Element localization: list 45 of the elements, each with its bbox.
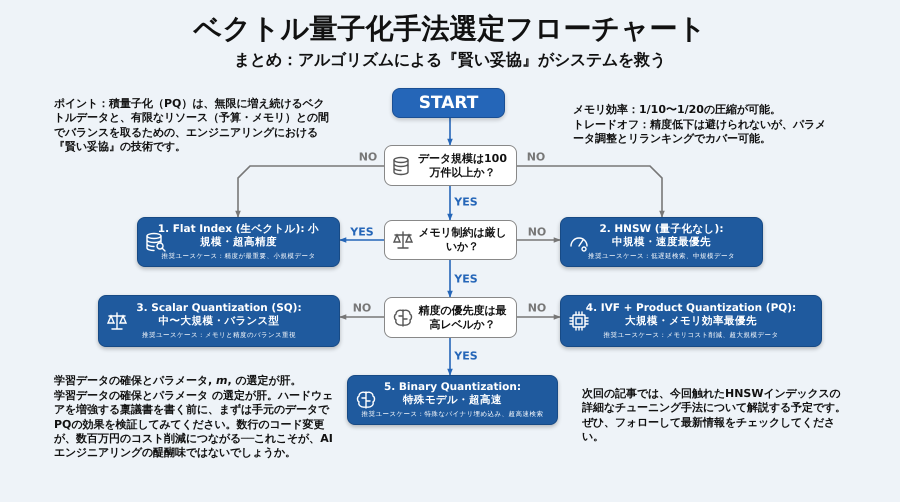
arrow bbox=[517, 237, 561, 243]
decision-box bbox=[384, 145, 517, 186]
arrow bbox=[447, 338, 453, 376]
edge-label: YES bbox=[452, 196, 480, 208]
edge-label: NO bbox=[526, 302, 548, 314]
arrow bbox=[517, 314, 561, 320]
edge-label: YES bbox=[452, 350, 480, 362]
result-box bbox=[347, 375, 558, 425]
decision-box bbox=[384, 220, 517, 260]
edge-label: YES bbox=[452, 272, 480, 286]
arrow bbox=[339, 237, 384, 243]
arrow bbox=[447, 186, 453, 221]
question-text: 精度の優先度は最高レベルか？ bbox=[417, 304, 508, 332]
title: ベクトル量子化手法選定フローチャート bbox=[192, 11, 708, 47]
start-button bbox=[392, 88, 505, 118]
method-title: 4. IVF + Product Quantization (PQ): 大規模・メモリ効率最優先 bbox=[584, 302, 798, 328]
arrow bbox=[235, 165, 384, 218]
note-text: トレードオフ：精度低下は避けられないが、パラメータ調整とリランキングでカバー可能。 bbox=[573, 118, 827, 147]
arrow bbox=[339, 314, 384, 320]
arrow bbox=[517, 165, 665, 218]
result-box bbox=[137, 217, 340, 267]
method-title: 5. Binary Quantization: 特殊モデル・超高速 bbox=[382, 380, 522, 408]
edge-label: NO bbox=[526, 226, 548, 238]
arrow bbox=[447, 118, 453, 146]
method-title: 1. Flat Index (生ベクトル): 小規模・超高精度 bbox=[156, 222, 320, 250]
note-text: メモリ効率：1/10〜1/20の圧縮が可能。 bbox=[573, 103, 782, 118]
result-box bbox=[560, 217, 763, 267]
edge-label: YES bbox=[348, 226, 376, 238]
decision-box bbox=[384, 297, 517, 338]
note-text: 学習データの確保とパラメータ の選定が肝。ハードウェアを増強する稟議書を書く前に、まずは手元のデータでPQの効果を検証してみてください。数行のコード変更が、数百万円のコスト削減につながる──これこそが、AIエンジニアリングの醍醐味ではないでしょうか。 bbox=[54, 389, 334, 460]
question-text: データ規模は100万件以上か？ bbox=[417, 152, 508, 180]
method-title: 3. Scalar Quantization (SQ): 中〜大規模・バランス型 bbox=[135, 302, 303, 328]
edge-label: NO bbox=[356, 150, 380, 164]
note-text: 学習データの確保とパラメータ, m, の選定が肝。 bbox=[54, 374, 302, 388]
start-label: START bbox=[418, 93, 478, 113]
edge-label: NO bbox=[524, 150, 548, 164]
note-text: 次回の記事では、今回触れたHNSWインデックスの詳細なチューニング手法について解説する予定です。ぜひ、フォローして最新情報をチェックしてください。 bbox=[582, 387, 847, 444]
subtitle: まとめ：アルゴリズムによる『賢い妥協』がシステムを救う bbox=[233, 50, 667, 71]
method-title: 2. HNSW (量子化なし): 中規模・速度最優先 bbox=[598, 222, 725, 250]
arrow bbox=[447, 260, 453, 298]
question-text: メモリ制約は厳しいか？ bbox=[418, 226, 508, 254]
result-box bbox=[98, 295, 340, 347]
note-text: ポイント：積量子化（PQ）は、無限に増え続けるベクトルデータと、有限なリソース（予算・メモリ）との間でバランスを取るための、エンジニアリングにおける『賢い妥協』の技術です。 bbox=[54, 97, 330, 154]
edge-label: NO bbox=[350, 302, 374, 314]
result-box bbox=[560, 295, 822, 347]
